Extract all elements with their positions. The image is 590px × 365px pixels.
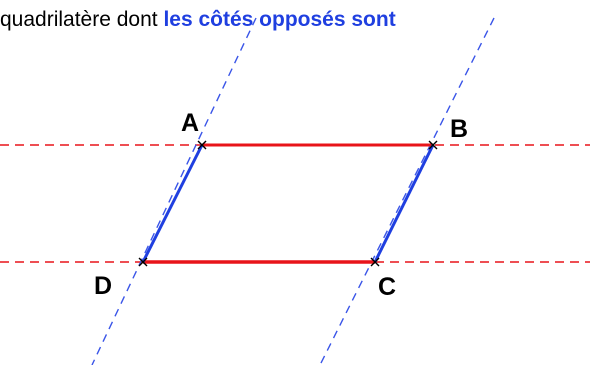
vertex-marker-a <box>197 140 207 150</box>
side-bc <box>373 144 435 263</box>
guide-line-bc <box>319 17 495 365</box>
point-label-a: A <box>181 109 199 137</box>
point-label-b: B <box>450 115 468 143</box>
vertex-marker-b <box>428 140 438 150</box>
caption-text: quadrilatère dont <box>0 8 164 31</box>
vertex-marker-d <box>138 257 148 267</box>
vertex-marker-c <box>370 257 380 267</box>
side-ad <box>141 144 204 263</box>
caption: quadrilatère dont les côtés opposés sont <box>0 8 396 32</box>
point-label-c: C <box>378 273 396 301</box>
point-label-d: D <box>94 272 112 300</box>
guide-line-ad <box>91 17 257 365</box>
caption-highlight: les côtés opposés sont <box>163 8 396 31</box>
